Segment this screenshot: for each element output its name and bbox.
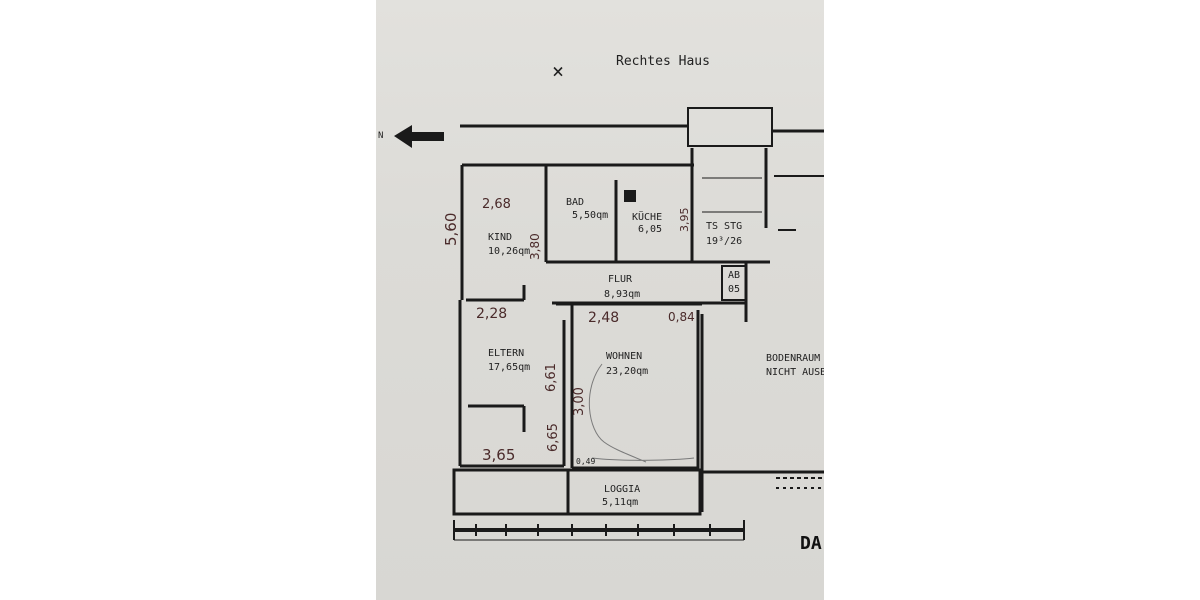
room-wohnen-area: 23,20qm (606, 366, 649, 377)
room-ab-name: AB (728, 270, 741, 281)
cross-marker: × (552, 59, 565, 83)
room-stg-name: TS STG (706, 221, 743, 232)
north-label: N (378, 131, 384, 141)
dim-3-65: 3,65 (482, 446, 516, 464)
room-flur-area: 8,93qm (604, 289, 641, 300)
dim-3-00: 3,00 (572, 387, 587, 416)
room-bad-area: 5,50qm (572, 210, 609, 221)
pencil-sketch (588, 363, 695, 463)
room-bad-name: BAD (566, 197, 585, 208)
neighbor-text-1: BODENRAUM (766, 353, 821, 364)
room-ab-area: 05 (728, 284, 741, 295)
bottom-text: DA (800, 533, 822, 554)
floor-plan-drawing (394, 107, 824, 541)
dim-6-65: 6,65 (546, 423, 561, 452)
small-dimension: 0,49 (576, 457, 596, 466)
north-arrow-icon (394, 125, 444, 148)
room-loggia-area: 5,11qm (602, 497, 639, 508)
room-stg-area: 19³/26 (706, 236, 743, 247)
dim-3-95: 3,95 (678, 207, 691, 233)
room-kueche-name: KÜCHE (632, 212, 663, 223)
room-kind-name: KIND (488, 232, 513, 243)
chimney (624, 190, 636, 202)
room-loggia-name: LOGGIA (604, 484, 641, 495)
plan-walls (452, 107, 824, 541)
plan-title: Rechtes Haus (616, 54, 710, 69)
room-eltern-area: 17,65qm (488, 362, 531, 373)
scale-bar (453, 520, 745, 540)
room-wohnen-name: WOHNEN (606, 351, 643, 362)
neighbor-lines (774, 175, 824, 489)
dim-2-28: 2,28 (476, 306, 508, 322)
dim-6-61: 6,61 (544, 363, 559, 392)
room-eltern-name: ELTERN (488, 348, 525, 359)
dim-2-68: 2,68 (482, 197, 511, 212)
dim-0-84: 0,84 (668, 310, 695, 324)
dim-2-48: 2,48 (588, 310, 620, 326)
room-kueche-area: 6,05 (638, 224, 663, 235)
room-flur-name: FLUR (608, 274, 633, 285)
stair-marks (702, 177, 762, 213)
neighbor-text-2: NICHT AUSB (766, 367, 824, 378)
dim-5-60: 5,60 (442, 212, 460, 246)
dim-3-80: 3,80 (528, 233, 542, 260)
room-kind-area: 10,26qm (488, 246, 531, 257)
floor-plan-photo: Rechtes Haus × N KIND 10,26qm BAD 5,50qm… (376, 0, 824, 600)
